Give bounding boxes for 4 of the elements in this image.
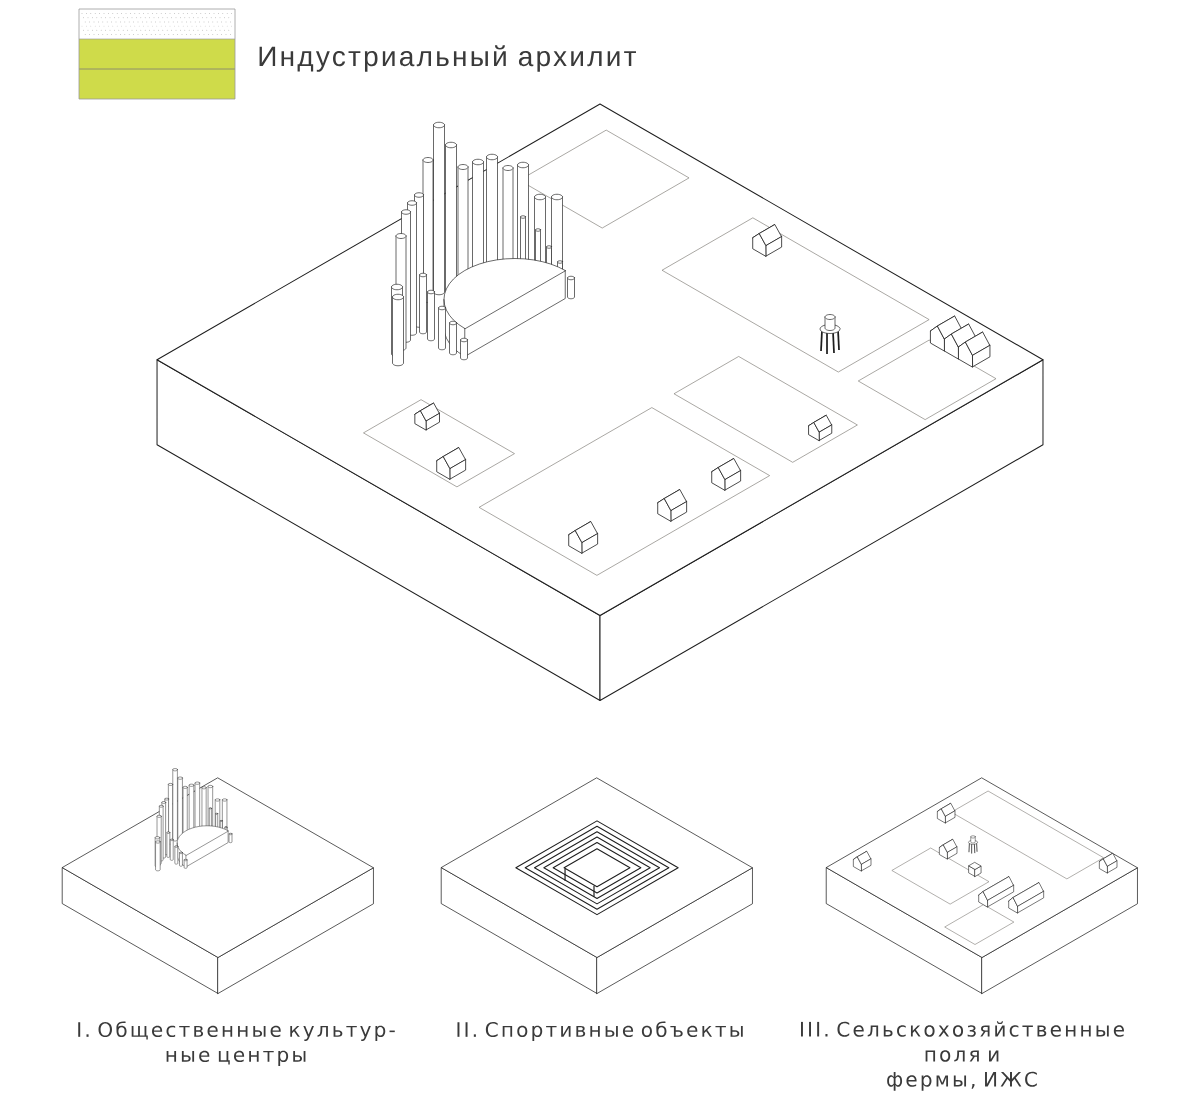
caption: I. Общественные культур- ные центры bbox=[78, 1021, 395, 1066]
caption: III. Сельскохозяйственные поля и фермы, ИЖС bbox=[801, 1021, 1124, 1091]
caption: II. Спортивные объекты bbox=[457, 1021, 743, 1041]
legend-label: Индустриальный архилит bbox=[259, 45, 636, 72]
